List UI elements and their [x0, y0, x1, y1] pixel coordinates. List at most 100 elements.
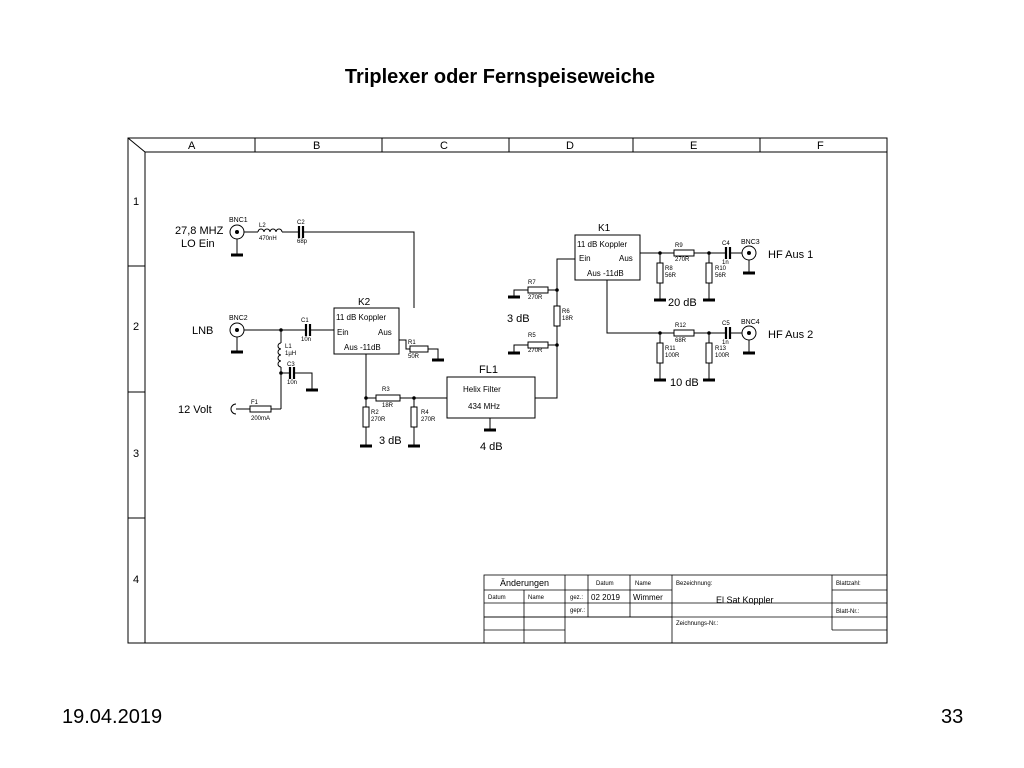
footer-page-number: 33 — [941, 706, 964, 728]
title-block-drawn-name: Wimmer — [633, 593, 663, 602]
column-label-f: F — [817, 140, 824, 152]
k2-tap-label: Aus -11dB — [344, 343, 381, 352]
f1-ref: F1 — [251, 400, 259, 406]
r2-resistor-icon — [362, 406, 370, 428]
r8-value: 56R — [665, 273, 677, 279]
title-block-changes-date-col: Datum — [488, 595, 506, 601]
c4-ref: C4 — [722, 241, 730, 247]
c3-value: 10n — [287, 380, 297, 386]
power-terminal-icon — [230, 403, 237, 415]
output1-attenuation-label: 20 dB — [668, 297, 697, 309]
title-block-name-col: Name — [635, 581, 652, 587]
title-block-checked-label: gepr.: — [570, 608, 585, 614]
drawing-frame — [127, 137, 888, 644]
row-label-4: 4 — [133, 574, 139, 586]
bnc4-label: BNC4 — [741, 319, 760, 326]
title-block — [483, 574, 888, 644]
c4-value: 1n — [722, 260, 729, 266]
title-block-changes-name-col: Name — [528, 595, 545, 601]
input1-lo-label: LO Ein — [181, 238, 215, 250]
r11-ref: R11 — [665, 346, 676, 352]
k1-in-label: Ein — [579, 254, 591, 263]
r13-ref: R13 — [715, 346, 727, 352]
fl1-helix-filter-block — [446, 376, 536, 419]
c5-ref: C5 — [722, 321, 730, 327]
title-block-designation: El Sat Koppler — [716, 595, 774, 605]
c4-capacitor-icon — [724, 247, 732, 259]
c5-value: 1n — [722, 340, 729, 346]
r12-resistor-icon — [673, 329, 695, 337]
input1-frequency-label: 27,8 MHZ — [175, 225, 224, 237]
k2-out-label: Aus — [378, 328, 392, 337]
fl1-frequency: 434 MHz — [468, 402, 500, 411]
title-block-changes: Änderungen — [500, 578, 549, 588]
r10-resistor-icon — [705, 262, 713, 284]
output1-label: HF Aus 1 — [768, 249, 813, 261]
r7-resistor-icon — [527, 286, 549, 294]
title-block-designation-label: Bezeichnung: — [676, 581, 713, 587]
r5-value: 270R — [528, 348, 543, 354]
k1-out-label: Aus — [619, 254, 633, 263]
f1-fuse-icon — [249, 405, 272, 413]
l2-inductor-icon — [257, 228, 283, 233]
r4-value: 270R — [421, 417, 436, 423]
r9-value: 270R — [675, 257, 690, 263]
column-label-d: D — [566, 140, 574, 152]
column-label-c: C — [440, 140, 448, 152]
r3-resistor-icon — [375, 394, 401, 402]
c1-ref: C1 — [301, 318, 309, 324]
fl1-ref: FL1 — [479, 364, 498, 376]
title-block-date-col: Datum — [596, 581, 614, 587]
c1-capacitor-icon — [304, 324, 312, 336]
bnc3-label: BNC3 — [741, 239, 760, 246]
attenuator-mid-label: 3 dB — [507, 313, 530, 325]
c3-capacitor-icon — [288, 367, 296, 379]
k1-type: 11 dB Koppler — [577, 240, 627, 249]
title-block-sheet-no-label: Blatt-Nr.: — [836, 609, 860, 615]
bnc3-connector-icon — [741, 245, 757, 275]
r12-value: 68R — [675, 338, 687, 344]
k1-tap-label: Aus -11dB — [587, 269, 624, 278]
r9-ref: R9 — [675, 243, 683, 249]
c2-value: 68p — [297, 239, 308, 245]
c5-capacitor-icon — [724, 327, 732, 339]
row-label-2: 2 — [133, 321, 139, 333]
r8-ref: R8 — [665, 266, 673, 272]
k2-type: 11 dB Koppler — [336, 313, 386, 322]
l1-ref: L1 — [285, 344, 292, 350]
c2-ref: C2 — [297, 220, 305, 226]
bnc2-label: BNC2 — [229, 315, 248, 322]
title-block-sheet-count-label: Blattzahl: — [836, 581, 861, 587]
r11-resistor-icon — [656, 342, 664, 364]
title-block-drawn-date: 02 2019 — [591, 593, 620, 602]
l1-value: 1µH — [285, 351, 296, 357]
power-input-label: 12 Volt — [178, 404, 212, 416]
r2-value: 270R — [371, 417, 386, 423]
k2-in-label: Ein — [337, 328, 349, 337]
k1-ref: K1 — [598, 223, 611, 234]
l2-ref: L2 — [259, 223, 266, 229]
r13-resistor-icon — [705, 342, 713, 364]
r4-ref: R4 — [421, 410, 429, 416]
bnc1-label: BNC1 — [229, 217, 248, 224]
r3-ref: R3 — [382, 387, 390, 393]
r6-ref: R6 — [562, 309, 570, 315]
r13-value: 100R — [715, 353, 730, 359]
r8-resistor-icon — [656, 262, 664, 284]
r1-resistor-icon — [409, 345, 429, 353]
r1-ref: R1 — [408, 340, 416, 346]
r3-value: 18R — [382, 403, 394, 409]
attenuator-left-label: 3 dB — [379, 435, 402, 447]
l2-value: 470nH — [259, 236, 277, 242]
column-label-b: B — [313, 140, 320, 152]
r1-value: 50R — [408, 354, 420, 360]
row-label-3: 3 — [133, 448, 139, 460]
bnc2-connector-icon — [229, 322, 245, 354]
r2-ref: R2 — [371, 410, 379, 416]
output2-label: HF Aus 2 — [768, 329, 813, 341]
c3-ref: C3 — [287, 362, 295, 368]
bnc1-connector-icon — [229, 224, 245, 257]
k2-ref: K2 — [358, 297, 371, 308]
title-block-drawn-label: gez.: — [570, 595, 583, 601]
fl1-type: Helix Filter — [463, 385, 501, 394]
